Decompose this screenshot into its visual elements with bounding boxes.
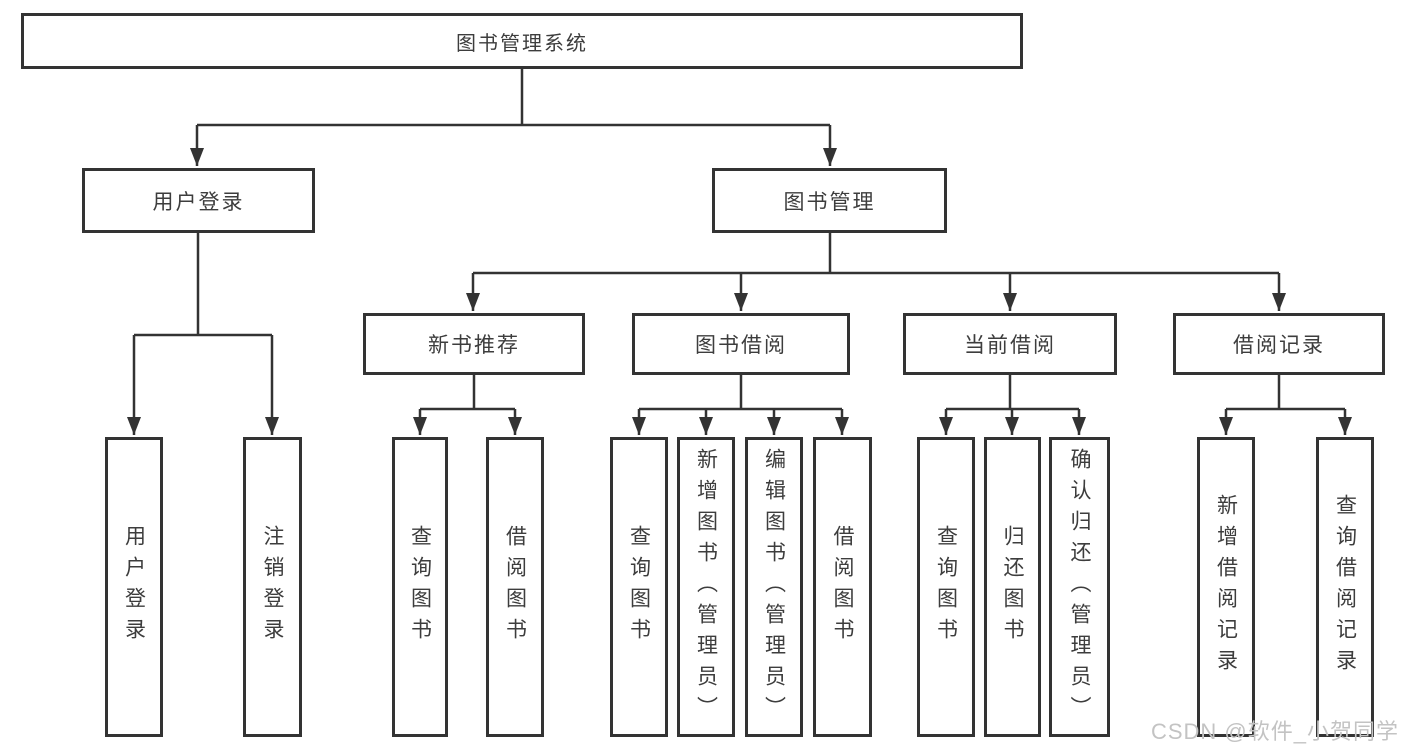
leaf-add-borrow-record: 新增借阅记录 [1197,437,1255,737]
node-current-borrow: 当前借阅 [903,313,1117,375]
node-new-book-recommend: 新书推荐 [363,313,585,375]
leaf-recommend-query-books: 查询图书 [392,437,448,737]
node-user-login: 用户登录 [82,168,315,233]
leaf-recommend-borrow-books: 借阅图书 [486,437,544,737]
node-book-borrow: 图书借阅 [632,313,850,375]
leaf-query-borrow-record: 查询借阅记录 [1316,437,1374,737]
leaf-confirm-return-admin: 确认归还（管理员） [1049,437,1110,737]
leaf-current-query-books: 查询图书 [917,437,975,737]
node-library-system: 图书管理系统 [21,13,1023,69]
leaf-logout: 注销登录 [243,437,302,737]
node-book-management: 图书管理 [712,168,947,233]
leaf-edit-books-admin: 编辑图书（管理员） [745,437,803,737]
leaf-return-books: 归还图书 [984,437,1041,737]
leaf-borrow-query-books: 查询图书 [610,437,668,737]
leaf-user-login: 用户登录 [105,437,163,737]
csdn-watermark: CSDN @软件_小贺同学 [1150,719,1399,744]
node-borrow-records: 借阅记录 [1173,313,1385,375]
leaf-add-books-admin: 新增图书（管理员） [677,437,735,737]
leaf-borrow-books: 借阅图书 [813,437,872,737]
